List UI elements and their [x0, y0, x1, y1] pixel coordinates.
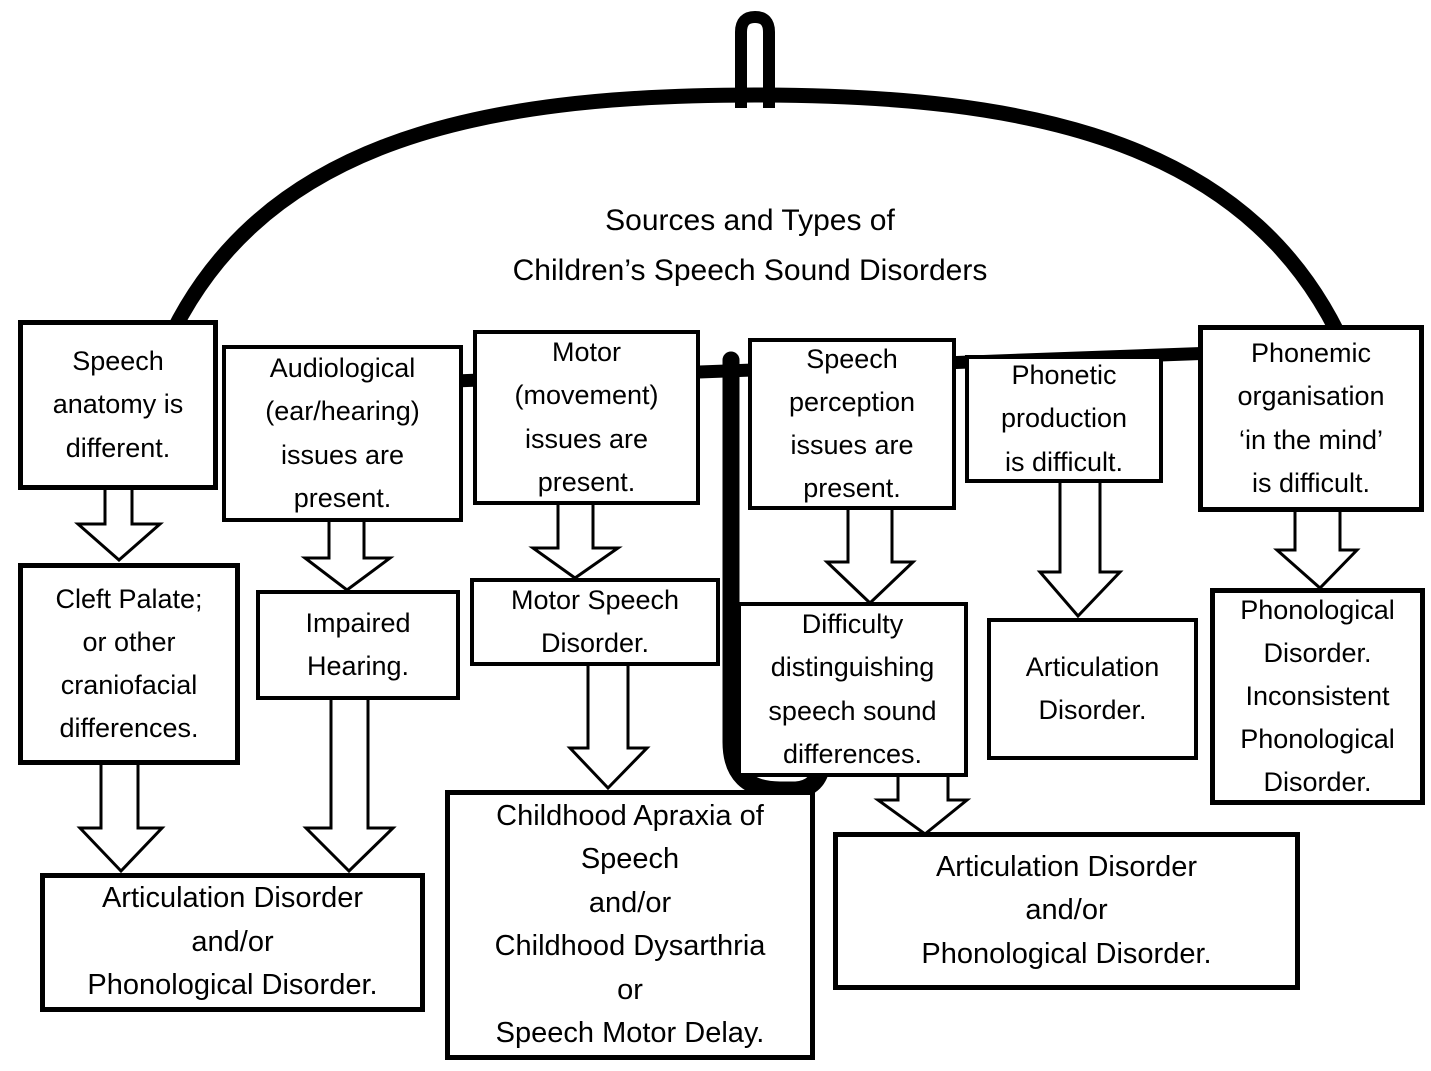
node-phonological-disorder-label: Phonological Disorder. Inconsistent Phon… [1240, 594, 1395, 798]
node-articulation-phonological-right: Articulation Disorder and/or Phonologica… [833, 832, 1300, 990]
node-cleft-palate: Cleft Palate; or other craniofacial diff… [18, 563, 240, 765]
node-motor-label: Motor (movement) issues are present. [514, 337, 659, 497]
node-speech-anatomy-label: Speech anatomy is different. [52, 346, 184, 463]
node-phonetic-production-label: Phonetic production is difficult. [1000, 360, 1128, 477]
down-arrow-anatomy-to-cleft [74, 484, 164, 562]
node-articulation-phonological-right-label: Articulation Disorder and/or Phonologica… [921, 850, 1212, 970]
node-phonetic-production: Phonetic production is difficult. [965, 355, 1163, 483]
node-impaired-hearing: Impaired Hearing. [256, 590, 460, 700]
node-phonological-disorder: Phonological Disorder. Inconsistent Phon… [1210, 588, 1425, 805]
umbrella-ferrule-icon [735, 11, 775, 108]
node-phonemic-organisation-label: Phonemic organisation ‘in the mind’ is d… [1237, 338, 1385, 498]
down-arrow-difficulty-to-articulation [873, 770, 972, 836]
node-articulation-phonological-left-label: Articulation Disorder and/or Phonologica… [87, 882, 378, 1002]
node-audiological-label: Audiological (ear/hearing) issues are pr… [265, 353, 420, 513]
node-motor: Motor (movement) issues are present. [473, 330, 700, 505]
down-arrow-phonemic-to-phonological [1273, 506, 1361, 591]
node-speech-anatomy: Speech anatomy is different. [18, 320, 218, 490]
node-difficulty-distinguishing: Difficulty distinguishing speech sound d… [737, 602, 968, 777]
down-arrow-perception-to-difficulty [823, 501, 917, 606]
node-speech-perception: Speech perception issues are present. [748, 338, 956, 510]
down-arrow-audiological-to-hearing [300, 517, 395, 592]
node-difficulty-distinguishing-label: Difficulty distinguishing speech sound d… [768, 609, 937, 769]
node-phonemic-organisation: Phonemic organisation ‘in the mind’ is d… [1198, 325, 1424, 512]
node-cleft-palate-label: Cleft Palate; or other craniofacial diff… [55, 583, 203, 744]
diagram-title: Sources and Types of Children’s Speech S… [512, 204, 988, 287]
down-arrow-phonetic-to-articulation [1036, 476, 1124, 619]
node-impaired-hearing-label: Impaired Hearing. [305, 607, 411, 681]
node-motor-speech-disorder-label: Motor Speech Disorder. [510, 584, 680, 658]
node-speech-perception-label: Speech perception issues are present. [788, 343, 916, 504]
node-childhood-apraxia-label: Childhood Apraxia of Speech and/or Child… [494, 799, 766, 1050]
node-audiological: Audiological (ear/hearing) issues are pr… [222, 345, 463, 522]
down-arrow-motor-to-motorspeech [528, 500, 623, 580]
node-articulation-phonological-left: Articulation Disorder and/or Phonologica… [40, 873, 425, 1012]
down-arrow-motorspeech-to-apraxia [566, 660, 651, 791]
node-articulation-disorder-label: Articulation Disorder. [1025, 651, 1160, 725]
node-childhood-apraxia: Childhood Apraxia of Speech and/or Child… [445, 790, 815, 1060]
umbrella-shaft-hook [722, 351, 831, 799]
node-articulation-disorder: Articulation Disorder. [987, 618, 1198, 760]
down-arrow-hearing-to-articulation [302, 695, 397, 874]
umbrella-canopy [152, 87, 1358, 368]
down-arrow-cleft-to-articulation [76, 760, 166, 874]
node-motor-speech-disorder: Motor Speech Disorder. [470, 578, 720, 666]
